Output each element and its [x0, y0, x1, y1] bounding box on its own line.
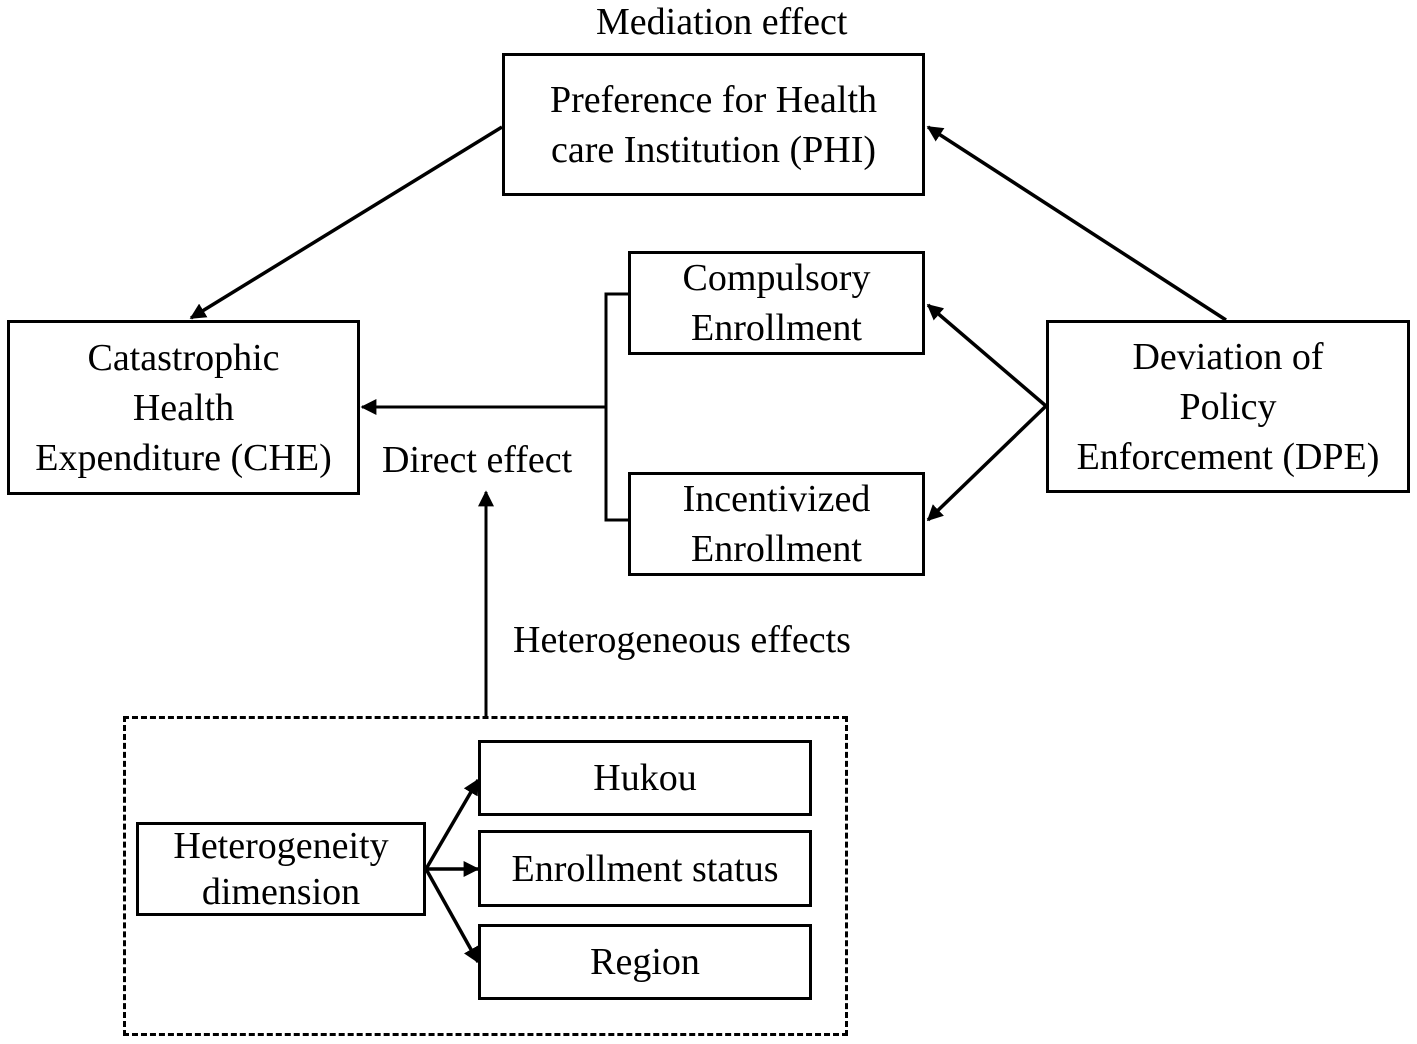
dpe-box: Deviation of Policy Enforcement (DPE)	[1046, 320, 1410, 493]
hukou-box: Hukou	[478, 740, 812, 816]
phi-box: Preference for Health care Institution (…	[502, 53, 925, 196]
arrow-dimension-to-hukou	[424, 778, 480, 870]
arrow-dpe-to-incentivized	[926, 404, 1048, 522]
mediation-effect-label: Mediation effect	[596, 1, 848, 43]
compulsory-line-1: Compulsory	[682, 257, 871, 299]
dpe-line-2: Policy	[1179, 385, 1277, 428]
incentivized-enrollment-box: Incentivized Enrollment	[628, 472, 925, 576]
dpe-line-3: Enforcement (DPE)	[1076, 435, 1380, 478]
dimension-line-2: dimension	[201, 871, 361, 913]
che-line-3: Expenditure (CHE)	[35, 436, 332, 479]
arrow-dpe-to-phi	[926, 125, 1227, 322]
region-box: Region	[478, 924, 812, 1000]
phi-line-1: Preference for Health	[549, 78, 878, 121]
heterogeneous-effects-label: Heterogeneous effects	[513, 619, 851, 661]
arrow-dpe-to-compulsory	[926, 303, 1048, 408]
phi-line-2: care Institution (PHI)	[550, 128, 877, 171]
che-line-2: Health	[132, 386, 235, 429]
dpe-line-1: Deviation of	[1132, 335, 1324, 378]
che-line-1: Catastrophic	[87, 336, 280, 379]
heterogeneity-frame	[123, 716, 848, 1036]
direct-effect-label: Direct effect	[382, 439, 573, 481]
enrollment-bracket	[604, 292, 628, 522]
che-box: Catastrophic Health Expenditure (CHE)	[7, 320, 360, 495]
heterogeneity-dimension-box: Heterogeneity dimension	[136, 822, 426, 916]
compulsory-line-2: Enrollment	[691, 307, 862, 349]
incentivized-line-2: Enrollment	[691, 528, 862, 570]
region-label: Region	[590, 941, 700, 983]
enrollment-status-box: Enrollment status	[478, 830, 812, 907]
arrow-dimension-to-region	[424, 868, 480, 964]
incentivized-line-1: Incentivized	[682, 478, 871, 520]
hukou-label: Hukou	[593, 757, 697, 799]
arrow-phi-to-che	[189, 125, 503, 320]
enrollment-status-label: Enrollment status	[511, 847, 779, 890]
compulsory-enrollment-box: Compulsory Enrollment	[628, 251, 925, 355]
dimension-line-1: Heterogeneity	[173, 825, 389, 867]
